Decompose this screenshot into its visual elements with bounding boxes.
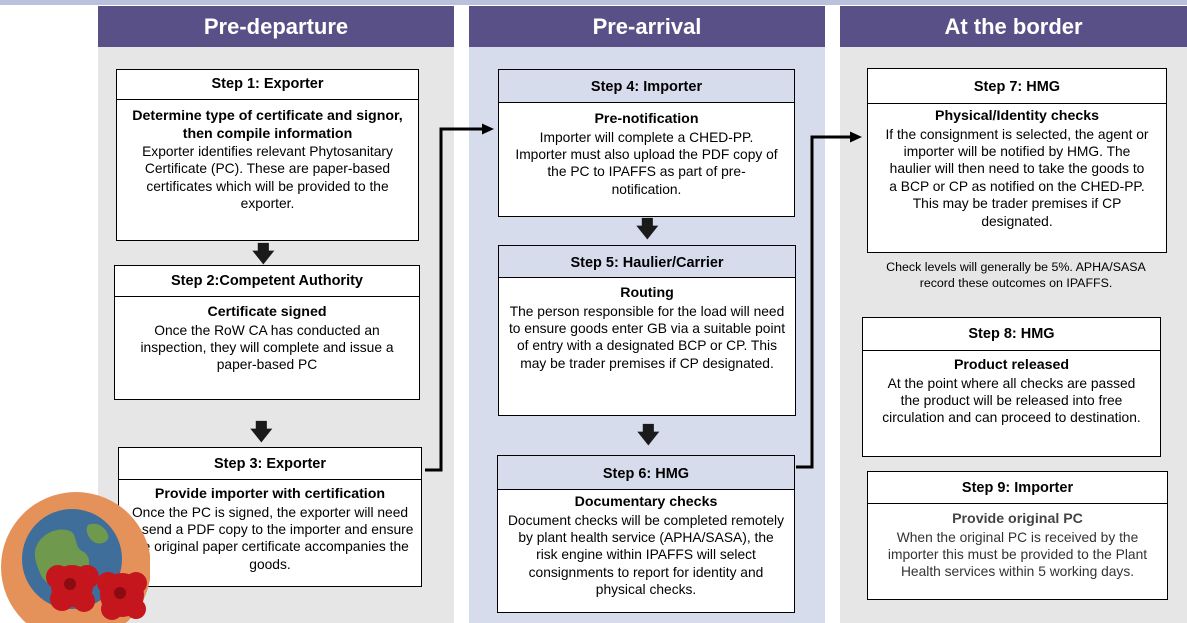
globe-flower-logo	[1, 492, 150, 623]
step-2-box: Step 2:Competent Authority Certificate s…	[114, 265, 420, 400]
arrow-down-5: 🡇	[637, 422, 660, 447]
step-5-box: Step 5: Haulier/Carrier Routing The pers…	[498, 245, 796, 416]
step-4-subtitle: Pre-notification	[594, 111, 699, 127]
step-7-subtitle: Physical/Identity checks	[934, 108, 1100, 124]
step-6-box: Step 6: HMG Documentary checks Document …	[497, 455, 795, 613]
step-1-title: Step 1: Exporter	[117, 70, 418, 100]
step-9-title: Step 9: Importer	[868, 472, 1167, 504]
step-2-title: Step 2:Competent Authority	[115, 266, 419, 297]
step-1-body: Exporter identifies relevant Phytosanita…	[142, 144, 393, 212]
step-7-body: If the consignment is selected, the agen…	[885, 126, 1149, 229]
step-3-subtitle: Provide importer with certification	[154, 486, 386, 502]
step-6-title: Step 6: HMG	[498, 456, 794, 490]
step-1-box: Step 1: Exporter Determine type of certi…	[116, 69, 419, 241]
arrow-down-4: 🡇	[636, 216, 659, 241]
pre-departure-header: Pre-departure	[98, 6, 454, 47]
pre-arrival-header: Pre-arrival	[469, 6, 825, 47]
step-7-box: Step 7: HMG Physical/Identity checks If …	[867, 68, 1167, 253]
step-1-subtitle: Determine type of certificate and signor…	[132, 108, 403, 142]
step-7-title: Step 7: HMG	[868, 69, 1166, 104]
at-the-border-header: At the border	[840, 6, 1187, 47]
step-8-subtitle: Product released	[953, 357, 1070, 373]
step-5-subtitle: Routing	[620, 285, 674, 301]
step-2-body: Once the RoW CA has conducted an inspect…	[140, 322, 394, 373]
step-9-box: Step 9: Importer Provide original PC Whe…	[867, 471, 1168, 600]
step-3-title: Step 3: Exporter	[119, 448, 421, 480]
step-4-box: Step 4: Importer Pre-notification Import…	[498, 69, 795, 217]
arrow-down-2: 🡇	[250, 419, 273, 444]
check-levels-note: Check levels will generally be 5%. APHA/…	[886, 260, 1146, 290]
step-9-subtitle: Provide original PC	[952, 511, 1083, 527]
top-band	[0, 0, 1187, 5]
step-4-title: Step 4: Importer	[499, 70, 794, 103]
step-2-subtitle: Certificate signed	[207, 304, 327, 320]
step-5-title: Step 5: Haulier/Carrier	[499, 246, 795, 278]
step-8-body: At the point where all checks are passed…	[882, 375, 1141, 426]
step-3-box: Step 3: Exporter Provide importer with c…	[118, 447, 422, 587]
step-4-body: Importer will complete a CHED-PP. Import…	[515, 129, 778, 197]
step-8-title: Step 8: HMG	[863, 318, 1160, 351]
step-3-body: Once the PC is signed, the exporter will…	[126, 504, 414, 572]
step-5-body: The person responsible for the load will…	[508, 303, 786, 371]
step-6-subtitle: Documentary checks	[574, 494, 718, 510]
step-6-body: Document checks will be completed remote…	[507, 512, 785, 598]
arrow-down-1: 🡇	[252, 241, 275, 266]
step-9-body: When the original PC is received by the …	[887, 529, 1148, 580]
step-8-box: Step 8: HMG Product released At the poin…	[862, 317, 1161, 457]
